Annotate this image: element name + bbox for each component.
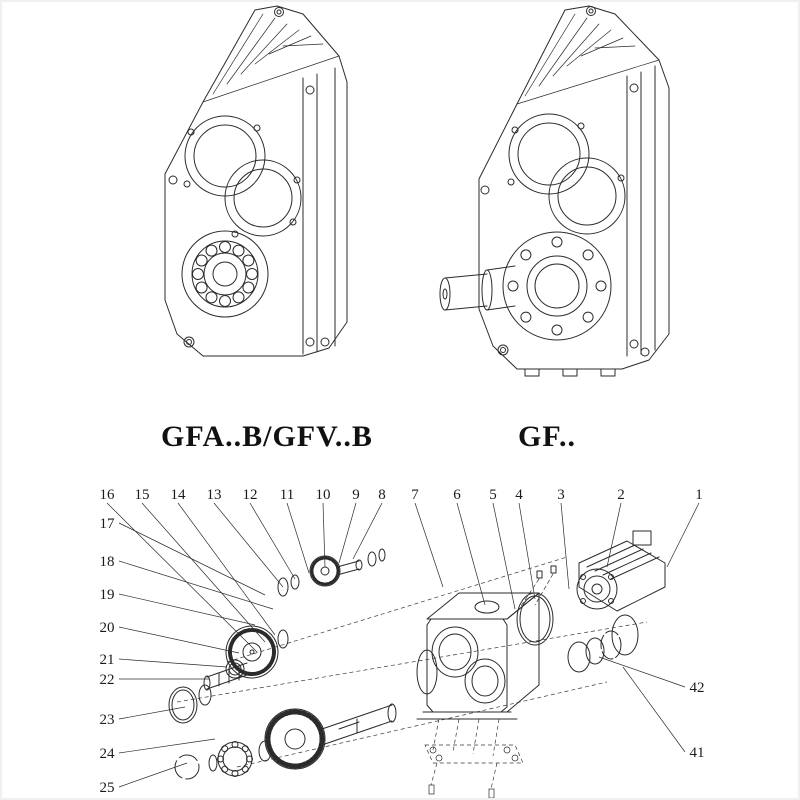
input-pinion-cluster [277,548,386,597]
callout-21: 21 [100,652,115,668]
output-gear-cluster [174,703,397,780]
callout-19: 19 [100,587,115,603]
callout-8: 8 [378,487,386,503]
callout-leader-lines [106,502,700,788]
callout-16: 16 [100,487,116,503]
callout-numbers: 16 15 14 13 12 11 10 9 8 7 6 5 4 3 2 1 1… [100,487,705,796]
intermediate-gear-cluster [168,625,289,724]
bolt-lugs [168,7,330,348]
gasket-and-bolts [424,718,524,798]
callout-11: 11 [280,487,294,503]
gear-bores [507,113,626,235]
callout-17: 17 [100,516,116,532]
exploded-parts-diagram: 16 15 14 13 12 11 10 9 8 7 6 5 4 3 2 1 1… [100,487,705,798]
gear-bores [183,115,302,238]
callout-42: 42 [690,680,705,696]
callout-15: 15 [135,487,150,503]
motor-unit [576,530,666,612]
cooling-ribs [202,13,340,103]
gfab-gearbox-drawing [164,5,348,357]
callout-6: 6 [453,487,461,503]
mounting-base [524,368,616,377]
output-bearing [181,230,269,318]
model-label-gf: GF.. [518,420,576,453]
housing [416,592,540,720]
output-shaft [439,265,516,311]
model-label-gfab: GFA..B/GFV..B [161,420,373,453]
callout-5: 5 [489,487,497,503]
callout-1: 1 [695,487,703,503]
callout-41: 41 [690,745,705,761]
callout-7: 7 [411,487,419,503]
callout-24: 24 [100,746,116,762]
callout-9: 9 [352,487,360,503]
callout-10: 10 [316,487,331,503]
callout-20: 20 [100,620,115,636]
assembly-axis-lines [176,556,648,768]
callout-13: 13 [207,487,222,503]
callout-23: 23 [100,712,115,728]
cooling-ribs [516,13,660,105]
bolt-lugs [480,6,650,357]
gf-gearbox-drawing [439,5,670,377]
side-straps [302,67,336,355]
callout-4: 4 [515,487,523,503]
callout-14: 14 [171,487,187,503]
callout-2: 2 [617,487,625,503]
callout-18: 18 [100,554,115,570]
output-flange [502,231,612,341]
input-rings-cluster [516,565,639,673]
callout-12: 12 [243,487,258,503]
callout-22: 22 [100,672,115,688]
callout-25: 25 [100,780,115,796]
callout-3: 3 [557,487,565,503]
side-straps [626,65,656,357]
